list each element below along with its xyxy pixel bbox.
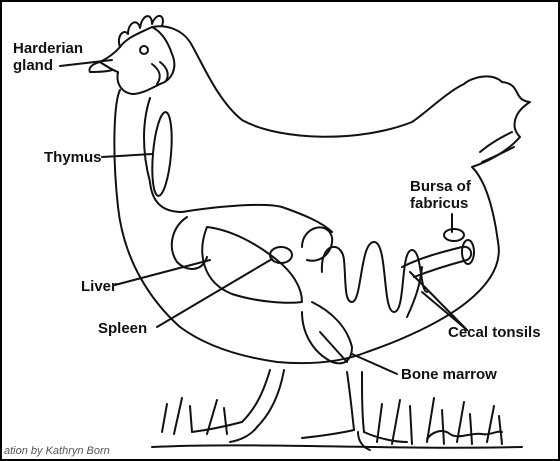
label-bone-marrow: Bone marrow <box>401 366 497 383</box>
ground-grass <box>162 398 502 444</box>
bursa-organ <box>444 229 464 241</box>
thymus-organ <box>149 111 174 196</box>
leader-liver <box>115 260 210 285</box>
inner-body-outline <box>144 98 332 232</box>
foot-left <box>192 422 257 442</box>
intestine-loop <box>302 227 332 260</box>
label-cecal-tonsils: Cecal tonsils <box>448 324 541 341</box>
leg-right <box>347 372 364 432</box>
signature-mark <box>427 431 502 439</box>
illustration-credit: ation by Kathryn Born <box>4 445 110 457</box>
chicken-eye <box>140 46 148 54</box>
label-harderian-line2: gland <box>13 57 83 74</box>
label-bursa-line2: fabricus <box>410 195 471 212</box>
label-thymus: Thymus <box>44 149 102 166</box>
leader-bone-marrow <box>352 354 397 374</box>
label-liver: Liver <box>81 278 117 295</box>
leg-left <box>242 370 284 427</box>
thigh <box>302 302 352 363</box>
label-bursa-of-fabricus: Bursa of fabricus <box>410 178 471 212</box>
intestine-coils <box>322 242 427 312</box>
spleen-organ <box>270 247 292 263</box>
label-bursa-line1: Bursa of <box>410 178 471 195</box>
label-harderian-line1: Harderian <box>13 40 83 57</box>
label-spleen: Spleen <box>98 320 147 337</box>
label-harderian-gland: Harderian gland <box>13 40 83 74</box>
ceca-tube <box>402 247 471 277</box>
